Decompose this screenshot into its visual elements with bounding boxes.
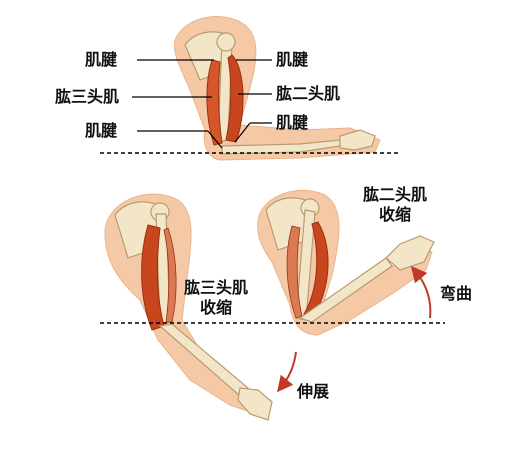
extension-arrow [277, 351, 297, 393]
label-triceps-contract-line2: 收缩 [199, 298, 232, 317]
top-hand [339, 129, 376, 151]
label-triceps: 肱三头肌 [55, 87, 120, 106]
label-extension: 伸展 [297, 382, 330, 401]
extended-forearm-bones [158, 323, 249, 397]
flexed-hand [385, 235, 435, 271]
label-biceps-contract-line2: 收缩 [378, 205, 411, 224]
flexion-arrow [410, 265, 432, 319]
label-triceps-contract-line1: 肱三头肌 [183, 278, 248, 297]
label-biceps: 肱二头肌 [276, 84, 341, 103]
top-biceps [225, 54, 244, 143]
top-leader-lines [132, 59, 272, 149]
label-lower-tendon-right: 肌腱 [276, 113, 309, 132]
top-arm [173, 16, 381, 161]
extended-arm [104, 193, 273, 421]
label-upper-tendon-left: 肌腱 [85, 50, 118, 69]
extended-hand [237, 387, 273, 421]
flexed-arm [257, 189, 435, 336]
top-triceps [206, 59, 223, 146]
flexed-forearm-bones [298, 257, 393, 323]
label-upper-tendon-right: 肌腱 [276, 50, 309, 69]
label-flexion: 弯曲 [440, 284, 473, 303]
label-lower-tendon-left: 肌腱 [85, 121, 118, 140]
label-biceps-contract-line1: 肱二头肌 [362, 185, 427, 204]
extended-biceps [163, 227, 177, 323]
extended-triceps [141, 224, 165, 331]
